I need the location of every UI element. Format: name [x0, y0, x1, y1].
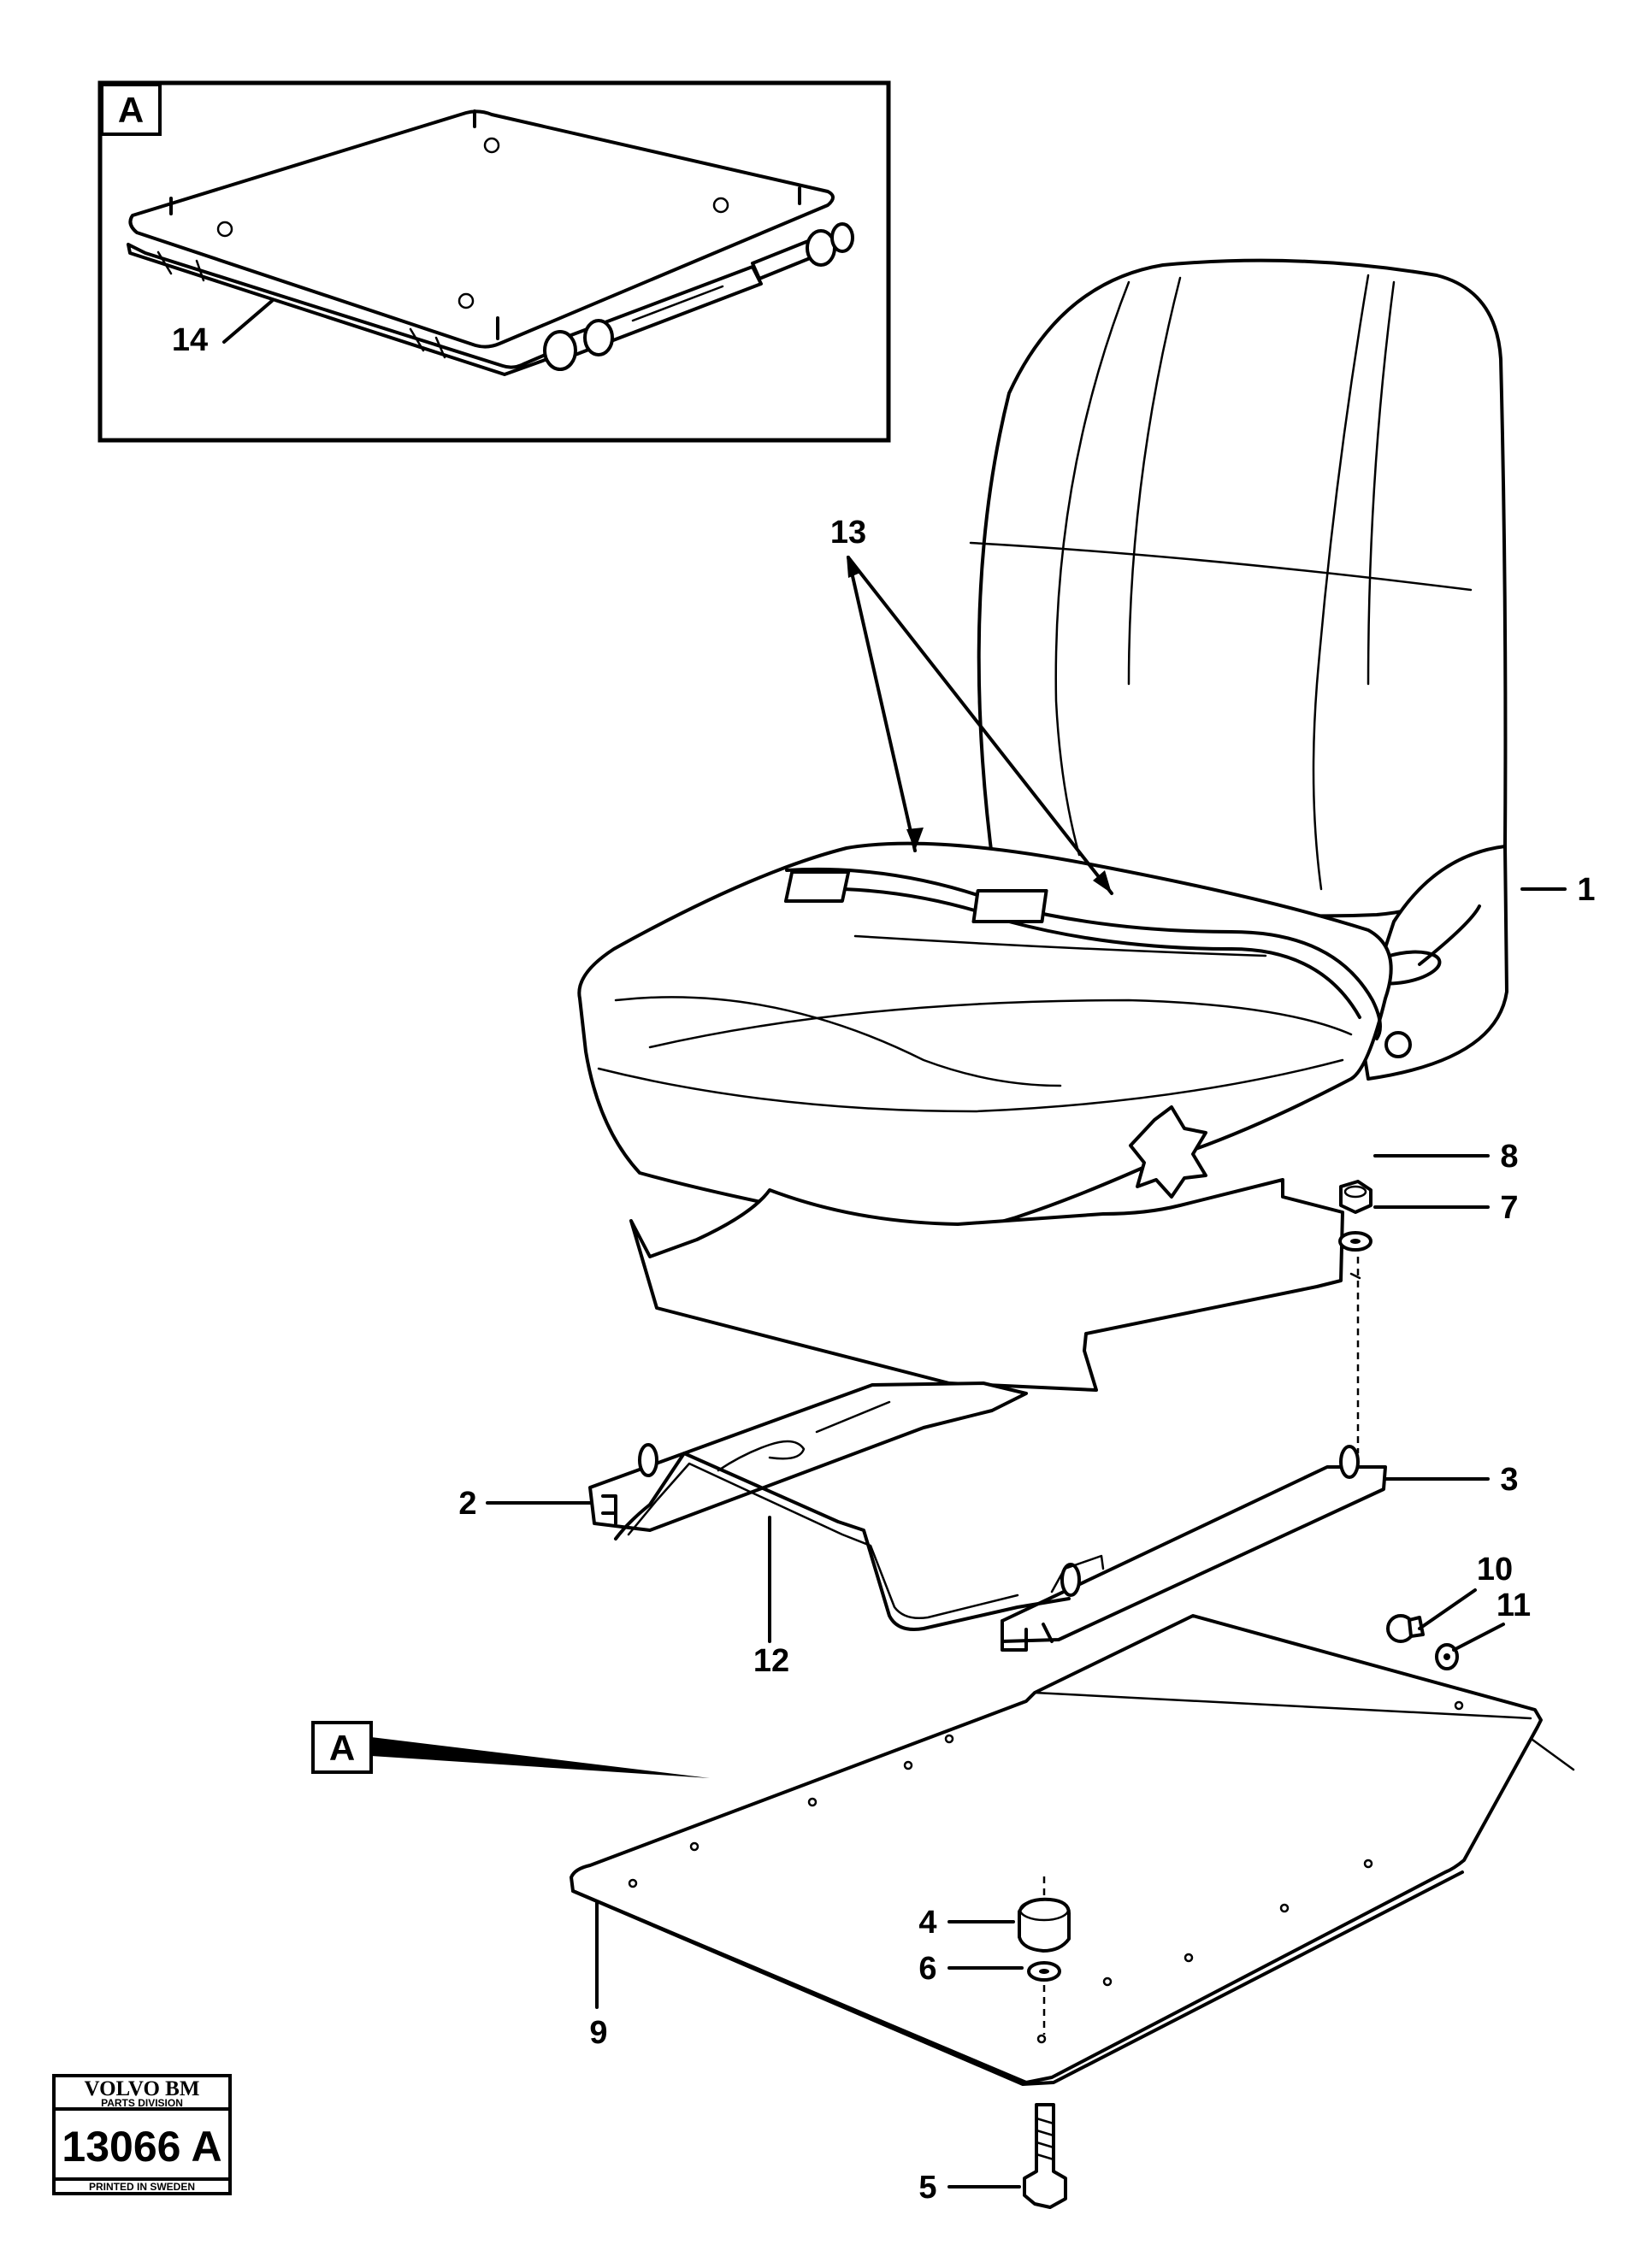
- washer-11-hole: [1443, 1653, 1450, 1660]
- leader-13a-arrow: [906, 828, 924, 851]
- leader-13a: [847, 556, 917, 852]
- callout-9: 9: [589, 2015, 607, 2051]
- pivot-bolt: [1384, 1031, 1412, 1058]
- view-marker-box: [311, 1721, 373, 1774]
- view-marker-a: A: [311, 1721, 710, 1778]
- inset-studs: [169, 109, 801, 340]
- seat-assembly: [577, 258, 1508, 1392]
- washer-7-hole: [1350, 1239, 1361, 1244]
- cushion-seam-3: [648, 999, 1353, 1049]
- view-marker-label: A: [329, 1728, 355, 1768]
- spacer-4: [1018, 1897, 1071, 1953]
- stamp-division: PARTS DIVISION: [101, 2097, 183, 2109]
- stamp-printed: PRINTED IN SWEDEN: [89, 2181, 195, 2193]
- leader-10: [1418, 1588, 1477, 1630]
- inset-frame: [97, 80, 891, 443]
- fore-aft-knob: [1129, 1105, 1207, 1199]
- callout-2: 2: [458, 1486, 476, 1522]
- slide-rails: [588, 1381, 1387, 1652]
- view-marker-arrow: [371, 1737, 710, 1778]
- callout-8: 8: [1500, 1139, 1518, 1175]
- hardware: [1018, 1180, 1459, 2209]
- inset-lower-plate: [127, 243, 549, 376]
- belt-buckle-right: [971, 889, 1048, 923]
- backrest-seam-inner: [1127, 276, 1396, 686]
- stamp-frame: [52, 2074, 232, 2195]
- cushion-seam-1: [614, 996, 1062, 1087]
- nut-8-top: [1343, 1185, 1367, 1199]
- leader-14: [222, 299, 274, 344]
- callout-1: 1: [1577, 872, 1595, 908]
- callout-7: 7: [1500, 1190, 1518, 1226]
- cushion-front-edge: [597, 1058, 1344, 1113]
- adjust-bar: [614, 1452, 1071, 1631]
- belt-buckle-left: [783, 870, 851, 903]
- leader-lines: [486, 556, 1567, 2188]
- rail-left: [588, 1381, 1028, 1532]
- bolt-5-thread: [1035, 2117, 1055, 2161]
- under-seat-frame: [629, 1178, 1344, 1392]
- callout-4: 4: [918, 1905, 936, 1941]
- leader-13b: [847, 556, 1113, 895]
- base-plate-holes: [628, 1700, 1464, 2044]
- callout-14: 14: [172, 322, 208, 358]
- cushion-seam-2: [853, 934, 1267, 957]
- adjust-bar-inner: [627, 1462, 1019, 1619]
- washer-6-hole: [1039, 1969, 1049, 1974]
- callout-12: 12: [753, 1643, 789, 1679]
- callout-numbers: 1 2 3 4 5 6 7 8 9 10 11 12 13: [458, 515, 1595, 2206]
- backrest: [977, 258, 1508, 918]
- base-plate-body: [570, 1614, 1543, 2084]
- callout-6: 6: [918, 1951, 936, 1987]
- backrest-seam-left: [1054, 280, 1130, 857]
- inset-upper-plate: [128, 109, 835, 349]
- spacer-4-top: [1018, 1898, 1070, 1922]
- callout-11: 11: [1496, 1588, 1531, 1623]
- rail-right-stud-front: [1060, 1563, 1081, 1597]
- backrest-seam-right: [1312, 274, 1370, 891]
- adjust-lever-arm: [1418, 904, 1481, 966]
- base-plate-front-edge: [571, 1870, 1464, 2086]
- frame-hole: [1349, 1272, 1361, 1280]
- inset-marker-label: A: [118, 90, 144, 130]
- inset-marker-box: [100, 83, 162, 136]
- leader-11: [1452, 1623, 1505, 1652]
- base-plate-mount-line: [1531, 1738, 1575, 1771]
- rail-right-stud-back: [1339, 1445, 1360, 1479]
- callout-13: 13: [830, 515, 866, 551]
- callout-5: 5: [918, 2170, 936, 2206]
- inset-detail-a: A 14: [97, 80, 891, 443]
- bolt-10-shank: [1408, 1616, 1425, 1638]
- rail-left-channel: [601, 1494, 617, 1525]
- seat-belt: [785, 867, 1382, 1040]
- seat-belt-lower: [798, 887, 1361, 1019]
- rail-right-channel: [1001, 1619, 1054, 1652]
- adjust-bar-spring: [717, 1400, 891, 1472]
- rail-right-bracket: [1050, 1554, 1105, 1593]
- leader-13-top-a: [847, 556, 860, 578]
- rail-left-stud: [638, 1443, 658, 1477]
- backrest-seam-cross: [969, 541, 1473, 592]
- callout-10: 10: [1477, 1552, 1513, 1588]
- inset-gas-spring: [543, 222, 854, 371]
- base-plate-fold: [1033, 1691, 1532, 1720]
- stamp-brand: VOLVO BM: [85, 2077, 200, 2100]
- stamp-number: 13066 A: [62, 2123, 221, 2171]
- leader-13b-arrow: [1093, 870, 1112, 893]
- callout-3: 3: [1500, 1462, 1518, 1498]
- parts-stamp: VOLVO BM PARTS DIVISION 13066 A PRINTED …: [52, 2074, 232, 2195]
- base-plate: [570, 1614, 1575, 2086]
- inset-brackets: [156, 250, 446, 359]
